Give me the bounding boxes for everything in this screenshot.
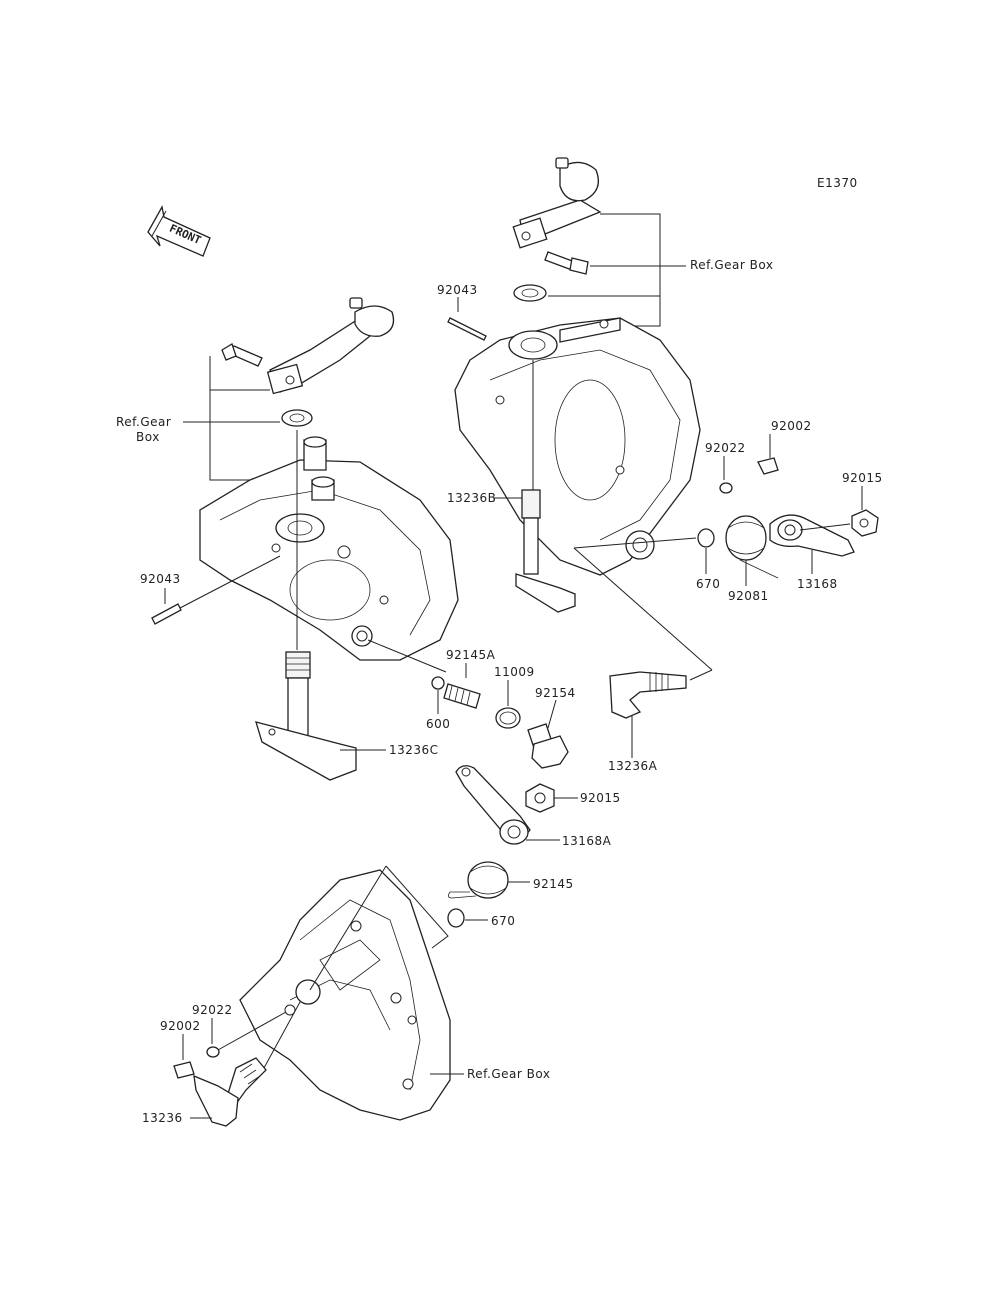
label-ref-gear-left-1: Ref.Gear	[116, 415, 171, 429]
bolt-top	[544, 251, 589, 275]
circlip-670-bottom	[447, 908, 465, 928]
spring-92081	[725, 515, 779, 579]
pin-92043-left	[151, 603, 182, 625]
arm-13168A	[455, 765, 531, 845]
spring-92145A	[443, 683, 481, 709]
plug-92154	[527, 723, 569, 769]
nut-92015-top	[851, 509, 879, 537]
label-13236B: 13236B	[447, 491, 496, 505]
label-92022-top: 92022	[705, 441, 746, 455]
label-92002-top: 92002	[771, 419, 812, 433]
label-92043-top: 92043	[437, 283, 478, 297]
shift-lever-top	[512, 157, 602, 249]
arm-13168	[769, 514, 855, 557]
label-13236C: 13236C	[389, 743, 439, 757]
oil-seal-left	[281, 409, 313, 427]
front-arrow-icon: FRONT	[147, 205, 211, 257]
label-92081: 92081	[728, 589, 769, 603]
bolt-92002-top	[757, 457, 779, 475]
bolt-left	[221, 343, 263, 367]
circlip-670-top	[697, 528, 715, 548]
shift-shaft-13236B	[515, 489, 576, 613]
gear-case-bottom	[239, 869, 451, 1121]
washer-92022-bottom	[206, 1046, 220, 1058]
label-600: 600	[426, 717, 450, 731]
label-670-bottom: 670	[491, 914, 515, 928]
oil-seal-top	[513, 284, 547, 302]
label-ref-gear-box-top: Ref.Gear Box	[690, 258, 773, 272]
label-92145: 92145	[533, 877, 574, 891]
label-92043-left: 92043	[140, 572, 181, 586]
label-13236A: 13236A	[608, 759, 658, 773]
spring-92145	[448, 861, 509, 899]
diagram-code: E1370	[817, 176, 858, 190]
label-92022-bottom: 92022	[192, 1003, 233, 1017]
label-670-top: 670	[696, 577, 720, 591]
bolt-92002-bottom	[173, 1061, 195, 1079]
label-13168A: 13168A	[562, 834, 612, 848]
label-92154: 92154	[535, 686, 576, 700]
shift-lever-left	[266, 297, 395, 395]
label-13236: 13236	[142, 1111, 183, 1125]
shift-shaft-13236	[193, 1057, 267, 1127]
label-11009: 11009	[494, 665, 535, 679]
washer-92022-top	[719, 482, 733, 494]
ball-600	[431, 676, 445, 690]
label-ref-gear-box-bottom: Ref.Gear Box	[467, 1067, 550, 1081]
label-ref-gear-left-2: Box	[136, 430, 160, 444]
shift-shaft-13236A	[609, 671, 687, 719]
label-92015-top: 92015	[842, 471, 883, 485]
label-92002-bottom: 92002	[160, 1019, 201, 1033]
shift-shaft-13236C	[255, 651, 357, 781]
gasket-11009	[495, 707, 521, 729]
label-92145A: 92145A	[446, 648, 496, 662]
label-13168: 13168	[797, 577, 838, 591]
gear-case-top	[454, 317, 701, 576]
label-92015-mid: 92015	[580, 791, 621, 805]
nut-92015-mid	[525, 783, 555, 813]
gear-case-left	[199, 436, 459, 661]
